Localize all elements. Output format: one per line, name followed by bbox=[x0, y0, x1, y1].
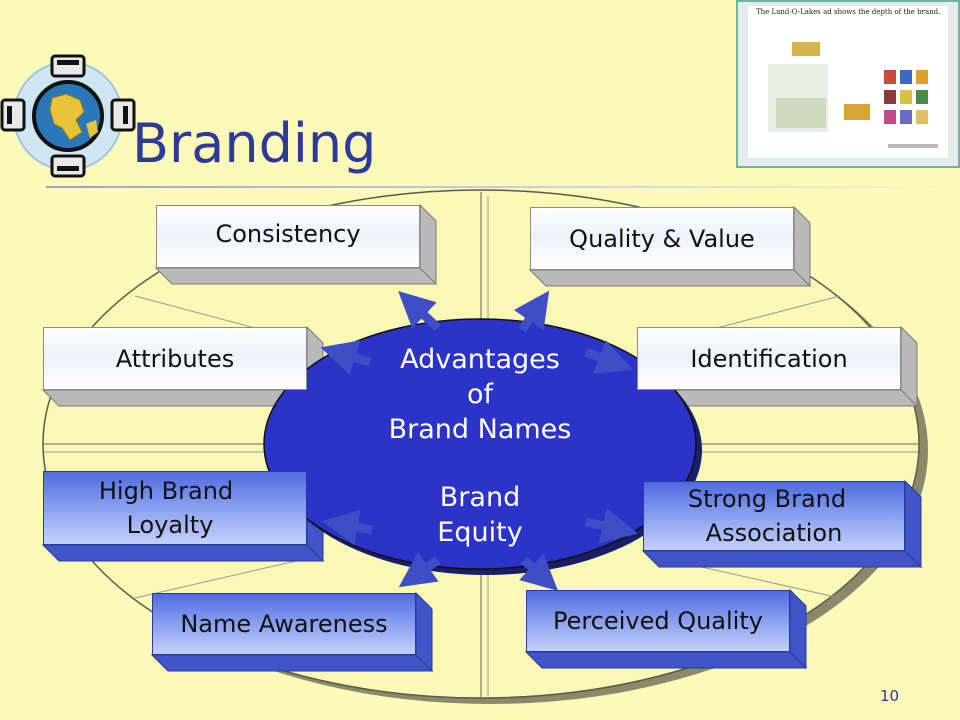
box-label-line: High Brand bbox=[99, 474, 233, 508]
box-label: Identification bbox=[690, 342, 847, 376]
page-number: 10 bbox=[880, 687, 899, 705]
box-label: Attributes bbox=[116, 342, 234, 376]
box-quality-value: Quality & Value bbox=[530, 207, 794, 270]
center-heading: Advantages of Brand Names bbox=[360, 342, 600, 447]
center-subheading: Brand Equity bbox=[360, 480, 600, 550]
box-label: Name Awareness bbox=[180, 607, 387, 641]
center-heading-line: Advantages bbox=[360, 342, 600, 377]
box-label-line: Strong Brand bbox=[688, 482, 846, 516]
center-heading-line: Brand Names bbox=[360, 412, 600, 447]
box-high-brand-loyalty: High Brand Loyalty bbox=[43, 471, 307, 545]
box-identification: Identification bbox=[637, 327, 901, 390]
box-label-line: Association bbox=[706, 516, 843, 550]
box-label-line: Loyalty bbox=[127, 508, 214, 542]
box-attributes: Attributes bbox=[43, 327, 307, 390]
box-label: Quality & Value bbox=[569, 222, 755, 256]
box-consistency: Consistency bbox=[156, 205, 420, 268]
box-strong-brand-association: Strong Brand Association bbox=[643, 481, 905, 551]
center-subheading-line: Equity bbox=[360, 515, 600, 550]
box-label: Consistency bbox=[215, 217, 360, 251]
center-heading-line: of bbox=[360, 377, 600, 412]
box-perceived-quality: Perceived Quality bbox=[526, 590, 790, 652]
center-subheading-line: Brand bbox=[360, 480, 600, 515]
box-label: Perceived Quality bbox=[553, 604, 763, 638]
box-name-awareness: Name Awareness bbox=[152, 593, 416, 655]
